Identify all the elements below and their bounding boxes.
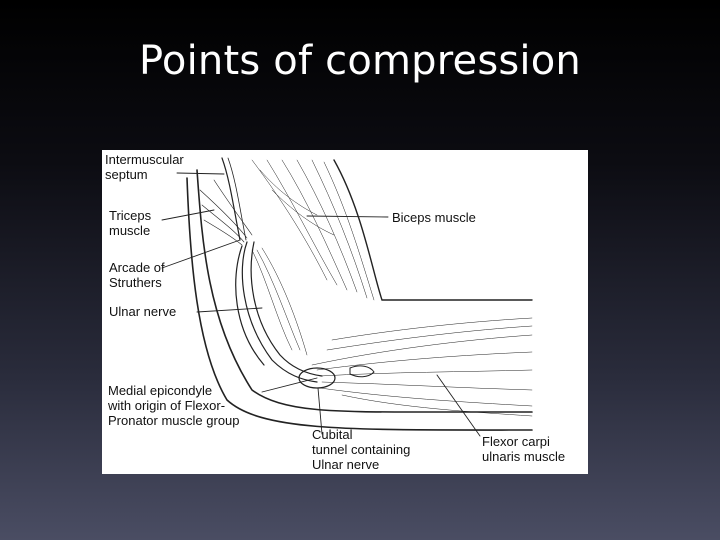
label-triceps-muscle: Triceps muscle [109,208,151,238]
label-arcade-of-struthers: Arcade of Struthers [109,260,165,290]
label-cubital-tunnel: Cubital tunnel containing Ulnar nerve [312,427,410,472]
arm-outline-top [334,160,532,300]
label-medial-epicondyle: Medial epicondyle with origin of Flexor-… [108,383,240,428]
ulnar-nerve-path [236,242,322,382]
arm-outline-outer [197,170,532,412]
label-ulnar-nerve: Ulnar nerve [109,304,176,319]
triceps-fibers [200,180,252,245]
biceps-fibers [252,160,374,300]
label-intermuscular-septum: Intermuscular septum [105,152,184,182]
anatomy-figure: Intermuscular septum Triceps muscle Arca… [102,150,588,474]
label-flexor-carpi-ulnaris: Flexor carpi ulnaris muscle [482,434,565,464]
flexor-fibers [312,318,532,416]
arcade-fibers [252,248,307,355]
septum-line [222,158,240,240]
label-biceps-muscle: Biceps muscle [392,210,476,225]
slide-title: Points of compression [0,38,720,84]
